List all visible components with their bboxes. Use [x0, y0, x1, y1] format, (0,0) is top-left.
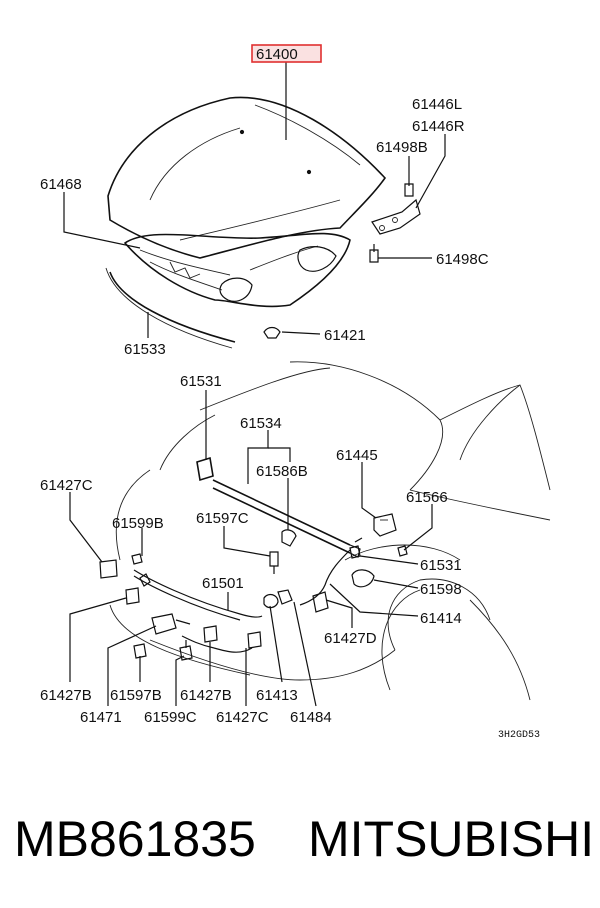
washer-hose: [133, 569, 263, 618]
callout-61414: 61414: [420, 610, 462, 627]
callout-labels: 61400 61446L 61446R 61498B 61468 61498C …: [40, 46, 489, 726]
callout-61598: 61598: [420, 581, 462, 598]
bumper-61531-upper: [196, 456, 214, 482]
pad-61427D: [312, 591, 329, 613]
callout-61599C: 61599C: [144, 709, 197, 726]
callout-61566: 61566: [406, 489, 448, 506]
callout-61427D: 61427D: [324, 630, 377, 647]
callout-61501: 61501: [202, 575, 244, 592]
callout-61446R: 61446R: [412, 118, 465, 135]
screw-61597B: [133, 643, 147, 659]
pad-61427C-lower: [247, 631, 262, 649]
screw-61597C: [269, 551, 279, 567]
callout-61413: 61413: [256, 687, 298, 704]
bolt-61566: [397, 545, 408, 557]
callout-61498B: 61498B: [376, 139, 428, 156]
hood-insulator: [123, 232, 351, 308]
hood-latch: [373, 513, 397, 537]
leader-lines: [63, 62, 446, 707]
grommet-61413: [263, 593, 279, 609]
clip-61599C: [179, 645, 193, 661]
highlight-box: [251, 44, 322, 63]
callout-61421: 61421: [324, 327, 366, 344]
nozzle-61471: [151, 613, 253, 653]
part-number: MB861835: [14, 811, 256, 867]
callout-61531-lower: 61531: [420, 557, 462, 574]
clip-61586B: [281, 529, 297, 547]
callout-61597C: 61597C: [196, 510, 249, 527]
callout-61445: 61445: [336, 447, 378, 464]
callout-61534: 61534: [240, 415, 282, 432]
release-cable: [299, 549, 351, 606]
hood-panel: [107, 96, 387, 259]
diagram-code: 3H2GD53: [498, 730, 540, 741]
clip-61421: [263, 326, 281, 339]
callout-61586B: 61586B: [256, 463, 308, 480]
weatherstrip: [109, 271, 236, 343]
pad-61427C-upper: [99, 559, 118, 579]
callout-61427B-left: 61427B: [40, 687, 92, 704]
nozzle-61484: [277, 589, 293, 605]
callout-61446L: 61446L: [412, 96, 462, 113]
pad-61427B-mid: [203, 625, 218, 643]
callout-61427C-lower: 61427C: [216, 709, 269, 726]
callout-61597B: 61597B: [110, 687, 162, 704]
clip-61598: [351, 569, 375, 588]
callout-61427B-mid: 61427B: [180, 687, 232, 704]
vehicle-body: [109, 361, 551, 701]
pad-61427B-left: [125, 587, 140, 605]
callout-61468: 61468: [40, 176, 82, 193]
brand-name: MITSUBISHI: [308, 811, 594, 867]
callout-61484: 61484: [290, 709, 332, 726]
hood-hinge: [369, 178, 421, 263]
clip-61599B: [131, 553, 143, 565]
callout-61400: 61400: [256, 46, 298, 63]
callout-61427C-upper: 61427C: [40, 477, 93, 494]
callout-61533: 61533: [124, 341, 166, 358]
callout-61531-upper: 61531: [180, 373, 222, 390]
bumper-61531-lower: [349, 545, 361, 559]
callout-61471: 61471: [80, 709, 122, 726]
callout-61498C: 61498C: [436, 251, 489, 268]
callout-61599B: 61599B: [112, 515, 164, 532]
